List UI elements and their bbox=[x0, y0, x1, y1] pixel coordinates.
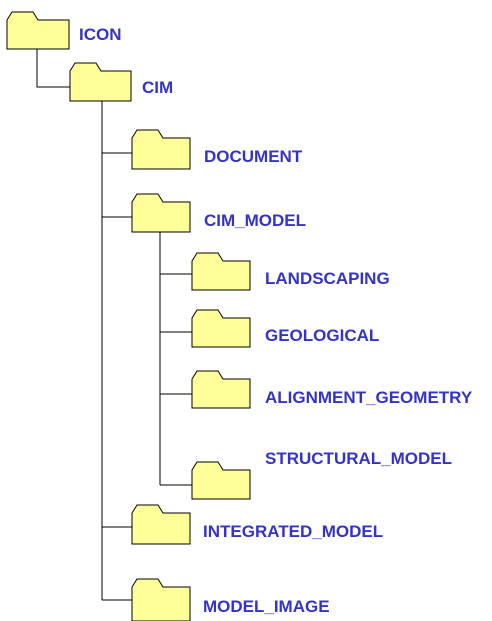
tree-node-model-image[interactable]: MODEL_IMAGE bbox=[131, 578, 330, 621]
folder-icon bbox=[69, 62, 132, 102]
folder-icon bbox=[131, 504, 191, 545]
folder-icon bbox=[191, 370, 251, 409]
node-label-structural-model: STRUCTURAL_MODEL bbox=[265, 449, 452, 468]
folder-icon bbox=[191, 252, 251, 291]
tree-node-alignment-geometry[interactable]: ALIGNMENT_GEOMETRY bbox=[191, 370, 473, 409]
node-label-icon: ICON bbox=[79, 25, 122, 44]
tree-node-cim[interactable]: CIM bbox=[69, 62, 173, 102]
node-label-alignment-geometry: ALIGNMENT_GEOMETRY bbox=[265, 388, 473, 407]
tree-node-document[interactable]: DOCUMENT bbox=[131, 129, 303, 170]
folder-icon bbox=[191, 461, 251, 500]
tree-node-structural-model[interactable]: STRUCTURAL_MODEL bbox=[191, 449, 452, 500]
tree-node-geological[interactable]: GEOLOGICAL bbox=[191, 309, 379, 348]
folder-icon bbox=[131, 578, 191, 621]
connector-icon-cim bbox=[36, 49, 70, 88]
node-label-landscaping: LANDSCAPING bbox=[265, 269, 390, 288]
tree-node-landscaping[interactable]: LANDSCAPING bbox=[191, 252, 390, 291]
folder-icon bbox=[6, 11, 70, 50]
tree-node-integrated-model[interactable]: INTEGRATED_MODEL bbox=[131, 504, 383, 545]
node-label-cim: CIM bbox=[142, 78, 173, 97]
node-label-cim-model: CIM_MODEL bbox=[204, 211, 306, 230]
node-label-document: DOCUMENT bbox=[204, 147, 303, 166]
tree-node-icon[interactable]: ICON bbox=[6, 11, 122, 50]
tree-connectors bbox=[36, 49, 192, 601]
node-label-integrated-model: INTEGRATED_MODEL bbox=[203, 522, 383, 541]
node-label-model-image: MODEL_IMAGE bbox=[203, 597, 330, 616]
folder-icon bbox=[131, 129, 191, 170]
node-label-geological: GEOLOGICAL bbox=[265, 326, 379, 345]
tree-node-cim-model[interactable]: CIM_MODEL bbox=[131, 193, 306, 233]
folder-icon bbox=[131, 193, 191, 233]
folder-icon bbox=[191, 309, 251, 348]
